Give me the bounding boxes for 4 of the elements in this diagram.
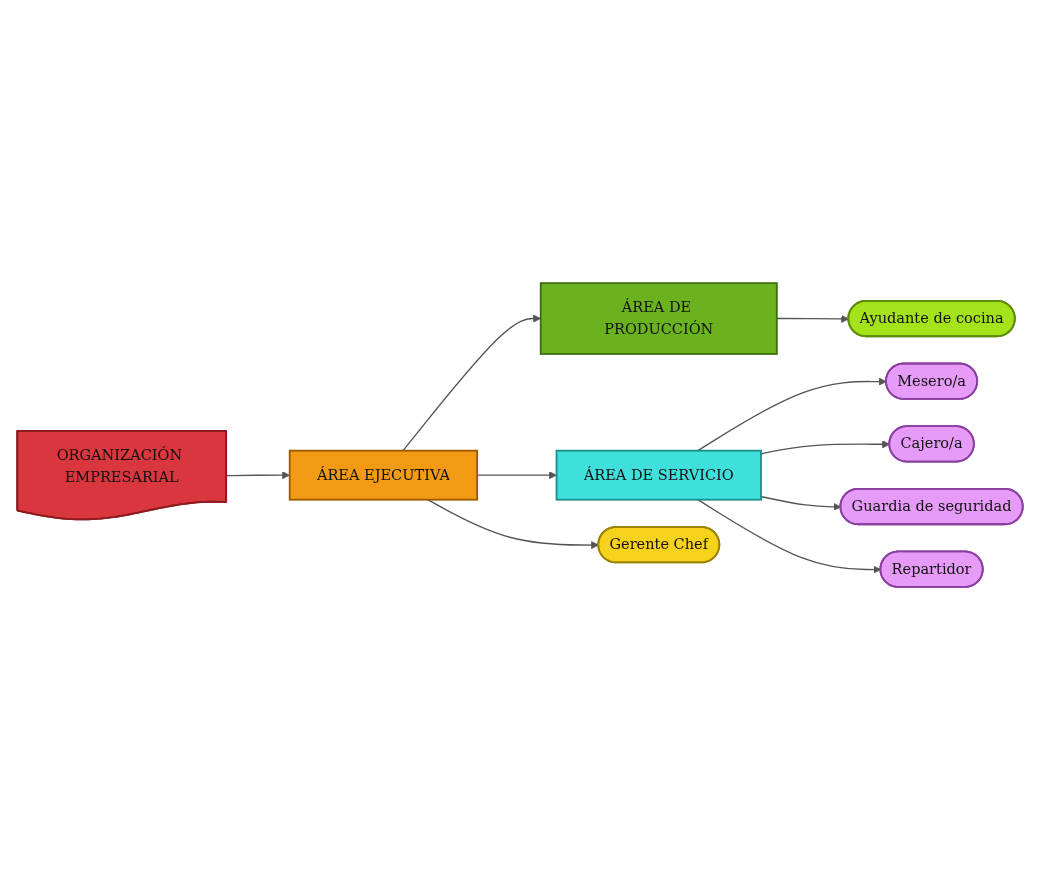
node-box: ÁREA DE SERVICIO: [555, 449, 762, 501]
arrow: [697, 377, 887, 452]
node-box: ÁREA EJECUTIVA: [288, 449, 479, 501]
node-box: ÁREA DE PRODUCCIÓN: [539, 282, 778, 355]
